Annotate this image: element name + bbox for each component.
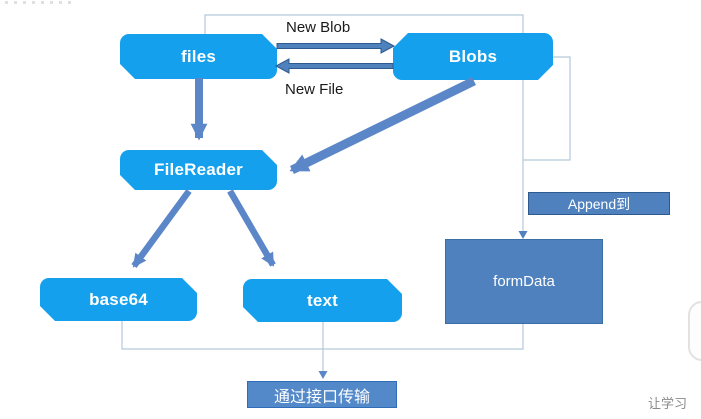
arrow-blobs-to-filereader <box>289 76 476 175</box>
arrow-blobs-to-files <box>274 58 394 74</box>
arrow-filereader-to-text <box>227 189 276 267</box>
arrow-filereader-to-base64 <box>131 189 192 268</box>
node-formdata-label: formData <box>493 273 555 290</box>
edge-label-new-file: New File <box>285 81 344 98</box>
node-base64-label: base64 <box>89 289 148 309</box>
node-files-label: files <box>180 46 217 66</box>
connector-files-to-formdata <box>204 14 524 232</box>
node-formdata: formData <box>445 239 603 324</box>
node-files: files <box>120 34 277 79</box>
faint-topleft-marks <box>5 1 73 4</box>
node-text-label: text <box>306 290 339 310</box>
connector-blobs-loop <box>523 56 571 161</box>
edge-label-box-append: Append到 <box>528 192 670 215</box>
arrowhead-into-formdata <box>518 231 528 239</box>
arrowhead-into-transfer <box>318 371 328 379</box>
node-filereader: FileReader <box>120 150 277 190</box>
node-blobs-label: Blobs <box>448 46 498 66</box>
edge-label-new-blob: New Blob <box>286 19 351 36</box>
watermark-text: 让学习 <box>648 397 688 412</box>
transfer-label: 通过接口传输 <box>273 388 370 406</box>
node-text: text <box>243 279 402 322</box>
node-base64: base64 <box>40 278 197 321</box>
arrow-files-to-blobs <box>276 38 396 54</box>
edge-label-box-transfer: 通过接口传输 <box>247 381 397 408</box>
node-blobs: Blobs <box>393 33 553 80</box>
append-label: Append到 <box>567 195 631 212</box>
node-filereader-label: FileReader <box>154 160 243 179</box>
